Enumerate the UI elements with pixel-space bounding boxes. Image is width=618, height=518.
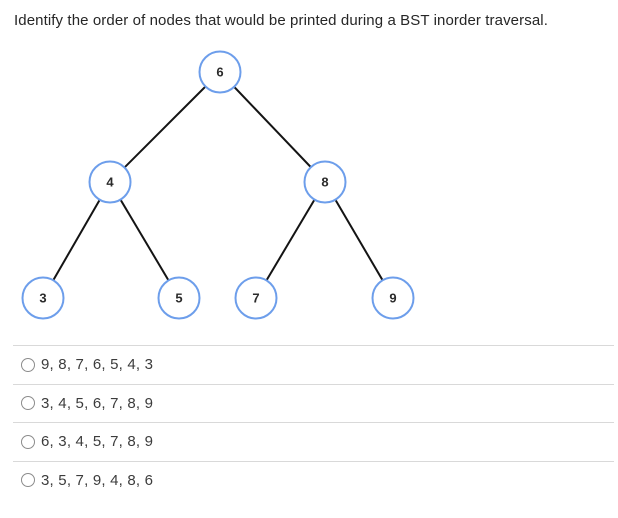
tree-node-circle — [303, 160, 347, 204]
tree-node-7: 7 — [234, 276, 278, 320]
answer-option-label: 3, 5, 7, 9, 4, 8, 6 — [41, 471, 154, 489]
question-title: Identify the order of nodes that would b… — [14, 12, 548, 29]
radio-button-icon[interactable] — [21, 357, 35, 372]
answer-option-label: 3, 4, 5, 6, 7, 8, 9 — [41, 394, 154, 412]
radio-button-icon[interactable] — [21, 396, 35, 411]
tree-node-6: 6 — [198, 50, 242, 94]
radio-button-icon[interactable] — [21, 473, 35, 488]
tree-node-5: 5 — [157, 276, 201, 320]
answer-option-label: 9, 8, 7, 6, 5, 4, 3 — [41, 356, 154, 374]
bst-tree-diagram: 6 4 8 3 5 7 9 — [21, 50, 415, 320]
tree-node-circle — [88, 160, 132, 204]
tree-node-4: 4 — [88, 160, 132, 204]
answer-option-1[interactable]: 9, 8, 7, 6, 5, 4, 3 — [13, 345, 614, 384]
tree-node-circle — [21, 276, 65, 320]
tree-node-value: 4 — [106, 175, 114, 190]
tree-node-value: 7 — [252, 291, 259, 306]
answer-options-list: 9, 8, 7, 6, 5, 4, 3 3, 4, 5, 6, 7, 8, 9 … — [13, 345, 614, 499]
answer-option-3[interactable]: 6, 3, 4, 5, 7, 8, 9 — [13, 422, 614, 461]
tree-node-value: 5 — [175, 291, 182, 306]
tree-node-circle — [198, 50, 242, 94]
tree-edge-4-3 — [42, 181, 111, 299]
answer-option-label: 6, 3, 4, 5, 7, 8, 9 — [41, 433, 154, 451]
tree-node-circle — [234, 276, 278, 320]
tree-node-value: 9 — [389, 291, 396, 306]
tree-edge-6-8 — [219, 71, 326, 183]
tree-node-value: 6 — [216, 65, 223, 80]
radio-button-icon[interactable] — [21, 434, 35, 449]
tree-node-value: 3 — [39, 291, 46, 306]
tree-node-value: 8 — [321, 175, 328, 190]
tree-edge-4-5 — [109, 181, 180, 299]
tree-node-9: 9 — [371, 276, 415, 320]
answer-option-2[interactable]: 3, 4, 5, 6, 7, 8, 9 — [13, 383, 614, 422]
tree-edge-8-7 — [255, 181, 326, 299]
answer-option-4[interactable]: 3, 5, 7, 9, 4, 8, 6 — [13, 460, 614, 499]
tree-edge-8-9 — [324, 181, 394, 299]
tree-edge-6-4 — [109, 71, 221, 183]
tree-node-8: 8 — [303, 160, 347, 204]
tree-node-circle — [371, 276, 415, 320]
tree-node-circle — [157, 276, 201, 320]
tree-node-3: 3 — [21, 276, 65, 320]
